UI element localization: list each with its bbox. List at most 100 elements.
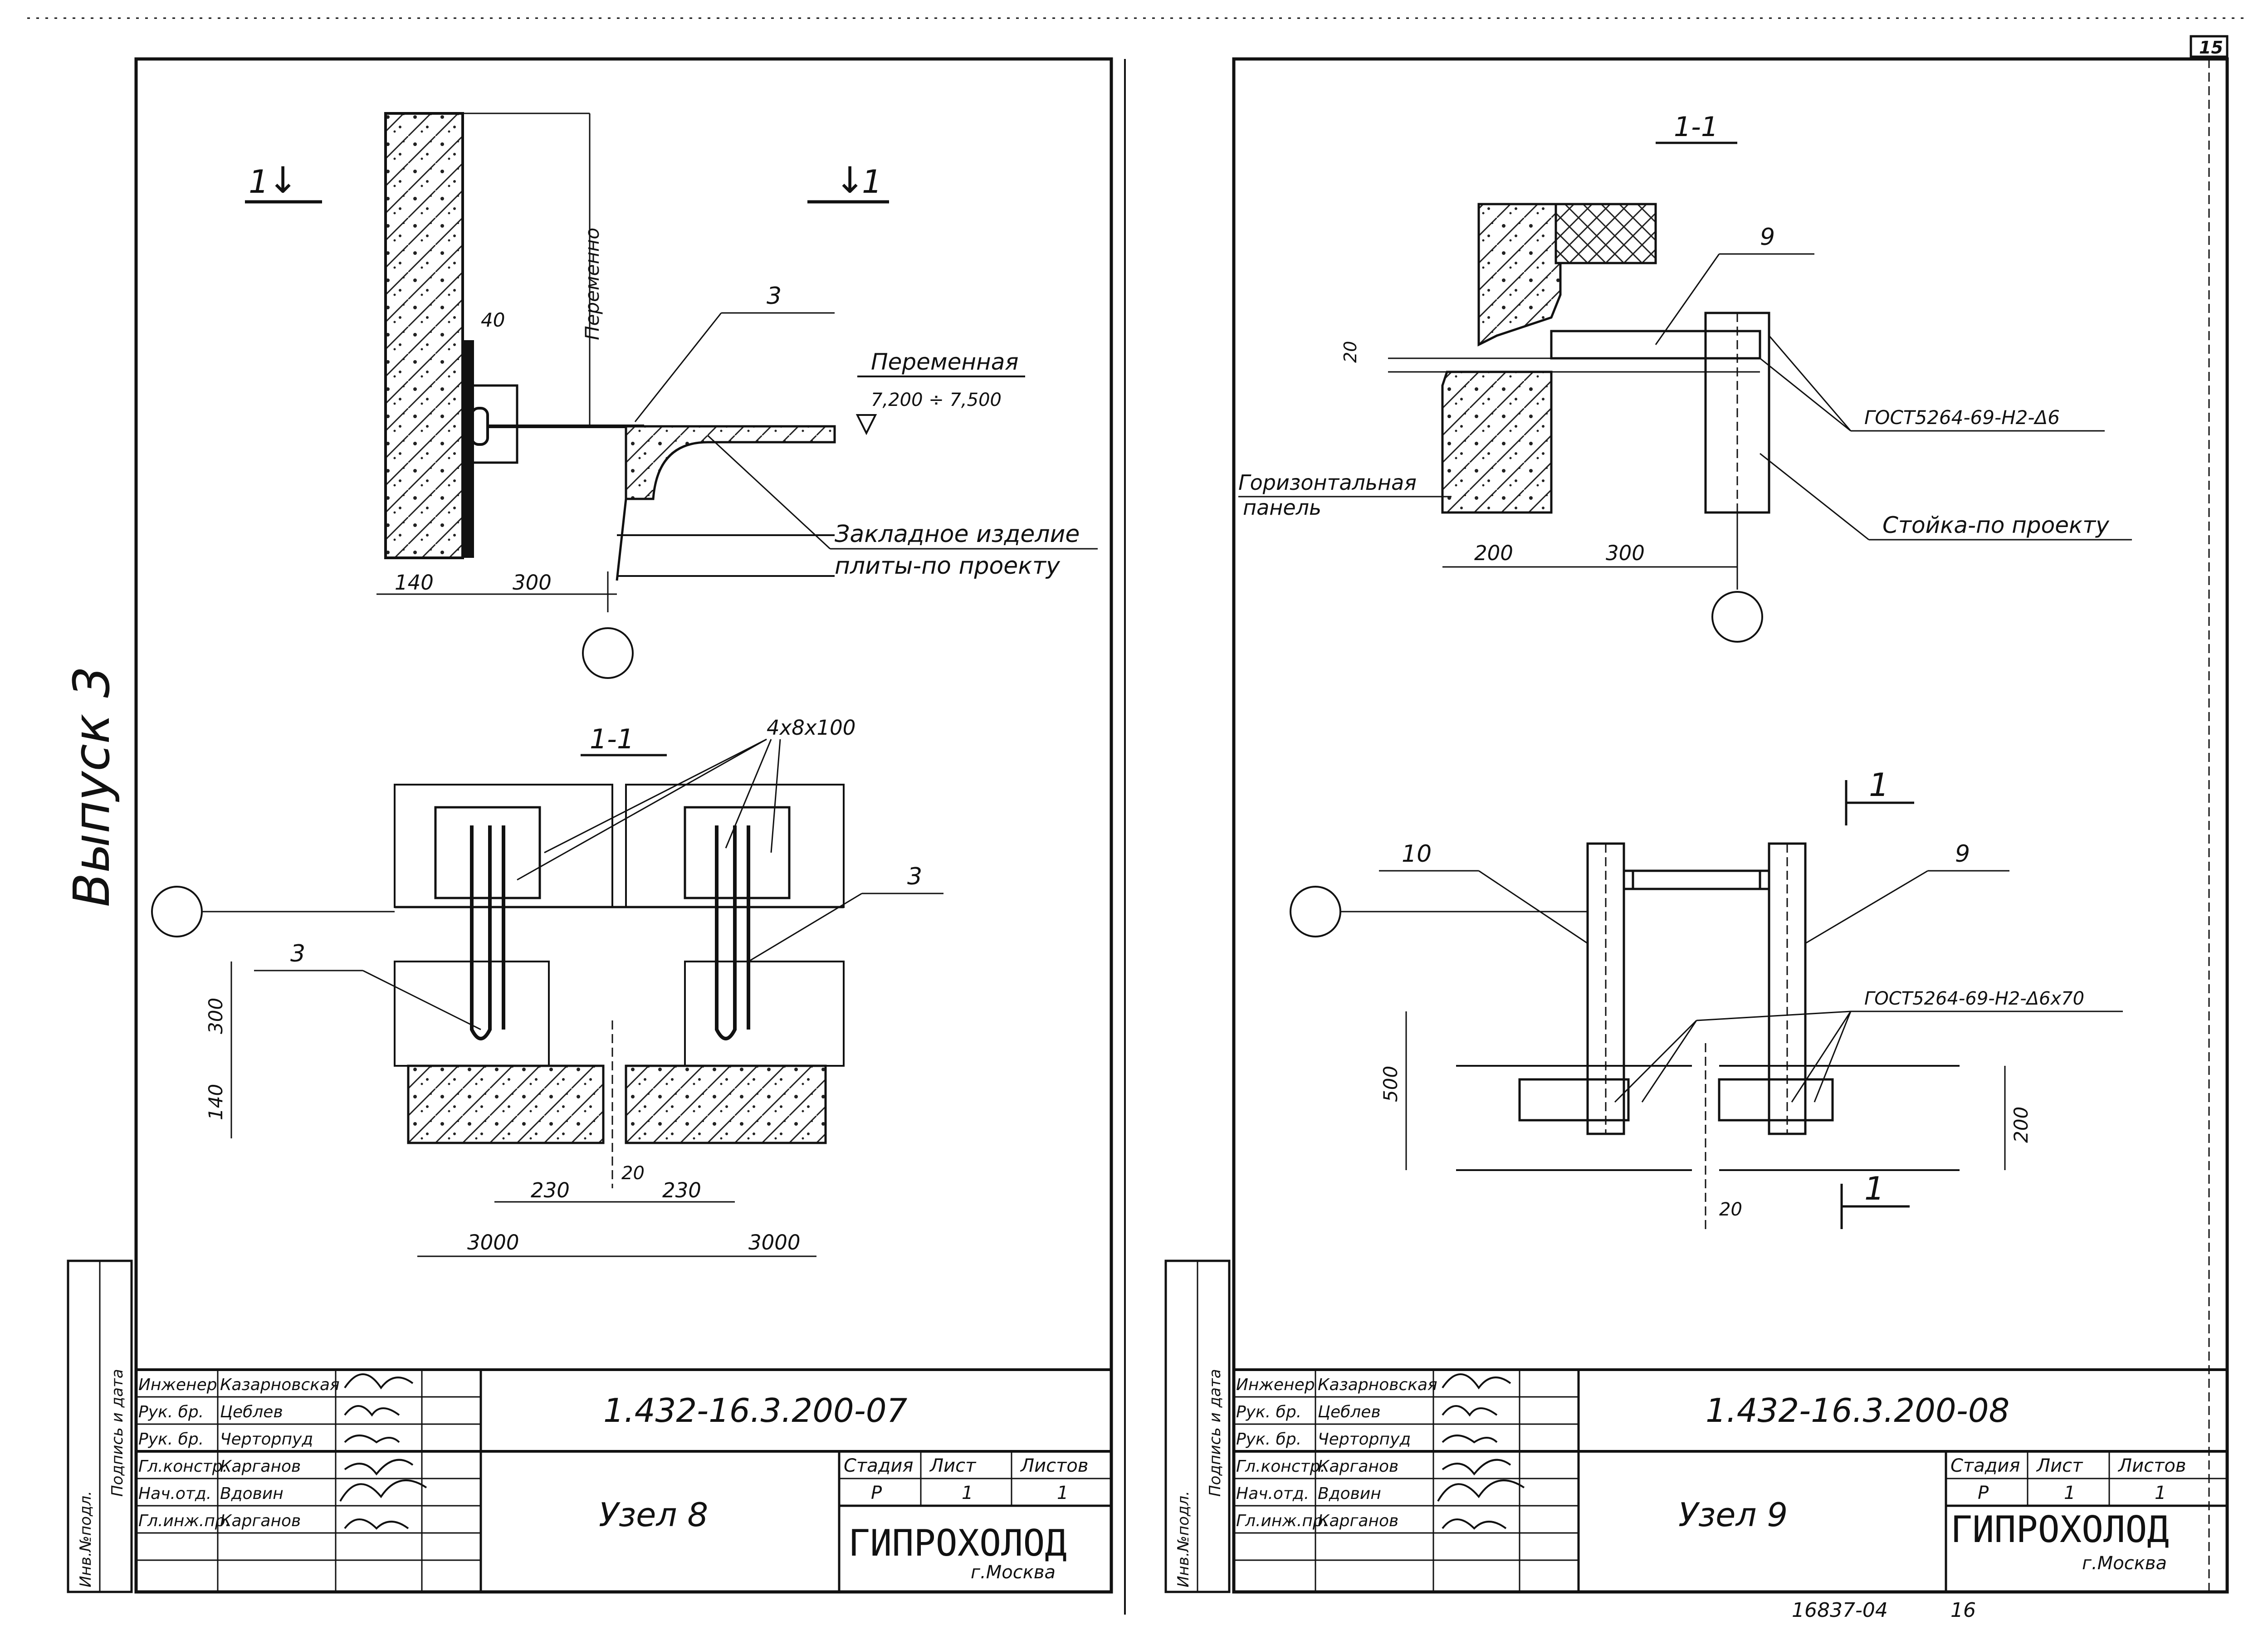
plan-plate-right xyxy=(1718,1078,1834,1122)
section-arrow-left: ↓ xyxy=(268,159,298,201)
right-callout-9-leader xyxy=(1655,254,1720,345)
sheet-left: Переменно 1 ↓ ↓ 1 3 Переменная 7,200 ÷ 7… xyxy=(67,57,1126,1615)
plan-callout-right-leader xyxy=(748,893,862,962)
plan-dim-20b: 20 xyxy=(1719,1199,1742,1220)
right-staff-name-2: Черторпуд xyxy=(1318,1430,1411,1449)
slab-section xyxy=(625,425,836,500)
left-signature-4 xyxy=(344,1459,414,1476)
vertical-issue-label: Выпуск 3 xyxy=(63,666,121,907)
wall-concrete xyxy=(384,112,464,559)
section-mark-right: 1 xyxy=(862,163,882,200)
left-stage-header-1: Лист xyxy=(929,1455,977,1476)
plan-callout-right: 3 xyxy=(907,863,922,890)
anchor-leader-2 xyxy=(517,738,767,881)
right-title-block xyxy=(1234,1368,2227,1592)
dim-300: 300 xyxy=(513,571,552,595)
slab-end-line xyxy=(616,498,627,581)
callout-3-label: 3 xyxy=(767,283,782,310)
page-number-box xyxy=(2190,35,2229,58)
lower-panel xyxy=(1441,371,1553,514)
upper-panel xyxy=(1477,203,1562,347)
right-axis-bubble-top xyxy=(1711,591,1763,643)
plan-dim-3000-left: 3000 xyxy=(467,1230,519,1254)
embedded-note-line1: Закладное изделие xyxy=(835,521,1080,548)
left-stamp-sign: Подпись и дата xyxy=(108,1369,127,1497)
right-signature-4 xyxy=(1442,1459,1511,1476)
section-mark-left: 1 xyxy=(249,163,269,200)
right-signature-2 xyxy=(1442,1405,1498,1417)
left-title-code: 1.432-16.3.200-07 xyxy=(603,1391,908,1430)
weld-note: ГОСТ5264-69-Н2-Δ6 xyxy=(1864,406,2060,429)
right-section-label: 1-1 xyxy=(1674,111,1718,143)
axis-bubble-top xyxy=(582,627,634,679)
left-staff-name-5: Карганов xyxy=(220,1512,301,1530)
right-staff-role-1: Рук. бр. xyxy=(1236,1403,1301,1421)
anchor-u-left xyxy=(470,825,492,1040)
right-staff-role-4: Нач.отд. xyxy=(1236,1484,1309,1503)
left-staff-name-2: Черторпуд xyxy=(220,1430,313,1449)
plan-dim-230-right: 230 xyxy=(662,1178,701,1202)
column-note-leader xyxy=(1760,453,1869,541)
plan-weld-leader-1 xyxy=(1791,1011,1852,1103)
anchor-leader-1 xyxy=(544,738,767,854)
level-triangle xyxy=(855,414,877,435)
right-dim-200: 200 xyxy=(1474,541,1513,565)
plan-dim-3000-right: 3000 xyxy=(748,1230,801,1254)
right-signature-6 xyxy=(1442,1518,1507,1530)
left-org-city: г.Москва xyxy=(971,1562,1056,1583)
plan-dim-200: 200 xyxy=(2010,1107,2032,1143)
anchor-size-label: 4х8х100 xyxy=(767,716,855,740)
plan-dim-20: 20 xyxy=(621,1163,645,1184)
plan-weld-leader-4 xyxy=(1641,1020,1697,1103)
weld-leader-2 xyxy=(1760,357,1851,432)
right-callout-9: 9 xyxy=(1760,224,1775,251)
insulation-block xyxy=(1554,203,1657,264)
left-staff-name-1: Цеблев xyxy=(220,1403,283,1421)
left-signature-2 xyxy=(344,1405,400,1417)
column-note: Стойка-по проекту xyxy=(1882,512,2110,538)
embed-plate-left xyxy=(434,806,541,899)
right-staff-role-0: Инженер xyxy=(1236,1376,1315,1394)
callout-9b: 9 xyxy=(1955,840,1970,868)
wall-panel-left xyxy=(407,1064,605,1144)
left-staff-role-1: Рук. бр. xyxy=(138,1403,204,1421)
right-axis-bubble-left xyxy=(1290,886,1341,937)
right-staff-name-4: Вдовин xyxy=(1318,1484,1381,1503)
sheet-right: 1-1 9 20 ГОСТ5264-69-Н2-Δ6 Горизонтальна… xyxy=(1164,57,2229,1622)
left-staff-role-5: Гл.инж.пр. xyxy=(138,1512,230,1530)
right-title-code: 1.432-16.3.200-08 xyxy=(1706,1391,2009,1430)
plan-mark-bottom: 1 xyxy=(1864,1170,1885,1207)
right-stage-header-2: Листов xyxy=(2117,1455,2186,1476)
right-node-title: Узел 9 xyxy=(1678,1496,1788,1534)
right-stamp-inv: Инв.№подл. xyxy=(1174,1491,1193,1587)
plan-vdim-140: 140 xyxy=(205,1084,227,1120)
embedded-leader xyxy=(707,434,831,550)
right-org-city: г.Москва xyxy=(2082,1553,2167,1574)
weld-leader-1 xyxy=(1768,335,1852,431)
right-staff-name-3: Карганов xyxy=(1318,1457,1398,1476)
left-frame xyxy=(134,57,1113,1594)
plan-dim-500: 500 xyxy=(1379,1066,1402,1102)
right-stage-header-1: Лист xyxy=(2036,1455,2083,1476)
left-staff-role-4: Нач.отд. xyxy=(138,1484,211,1503)
callout-10-leader xyxy=(1478,870,1588,944)
embedded-plate xyxy=(463,340,474,558)
axis-bubble-left xyxy=(151,886,203,937)
left-staff-role-2: Рук. бр. xyxy=(138,1430,204,1449)
panel-note-line1: Горизонтальная xyxy=(1238,470,1417,495)
anchor-plate xyxy=(461,384,518,464)
right-frame xyxy=(1232,57,2229,1594)
embed-plate-right xyxy=(684,806,791,899)
plan-block-right xyxy=(684,961,845,1067)
page-number: 15 xyxy=(2199,38,2223,58)
left-signature-5 xyxy=(339,1479,427,1502)
left-stage-value-2: 1 xyxy=(1057,1483,1068,1503)
left-stage-header-0: Стадия xyxy=(844,1455,913,1476)
right-dim-20: 20 xyxy=(1340,341,1360,363)
callout-9b-leader xyxy=(1805,870,1928,944)
right-staff-name-0: Казарновская xyxy=(1318,1376,1437,1394)
left-signature-6 xyxy=(344,1518,409,1530)
embedded-note-line2: плиты-по проекту xyxy=(835,552,1061,580)
plan-i-beam xyxy=(1624,869,1769,890)
right-staff-role-5: Гл.инж.пр. xyxy=(1236,1512,1328,1530)
